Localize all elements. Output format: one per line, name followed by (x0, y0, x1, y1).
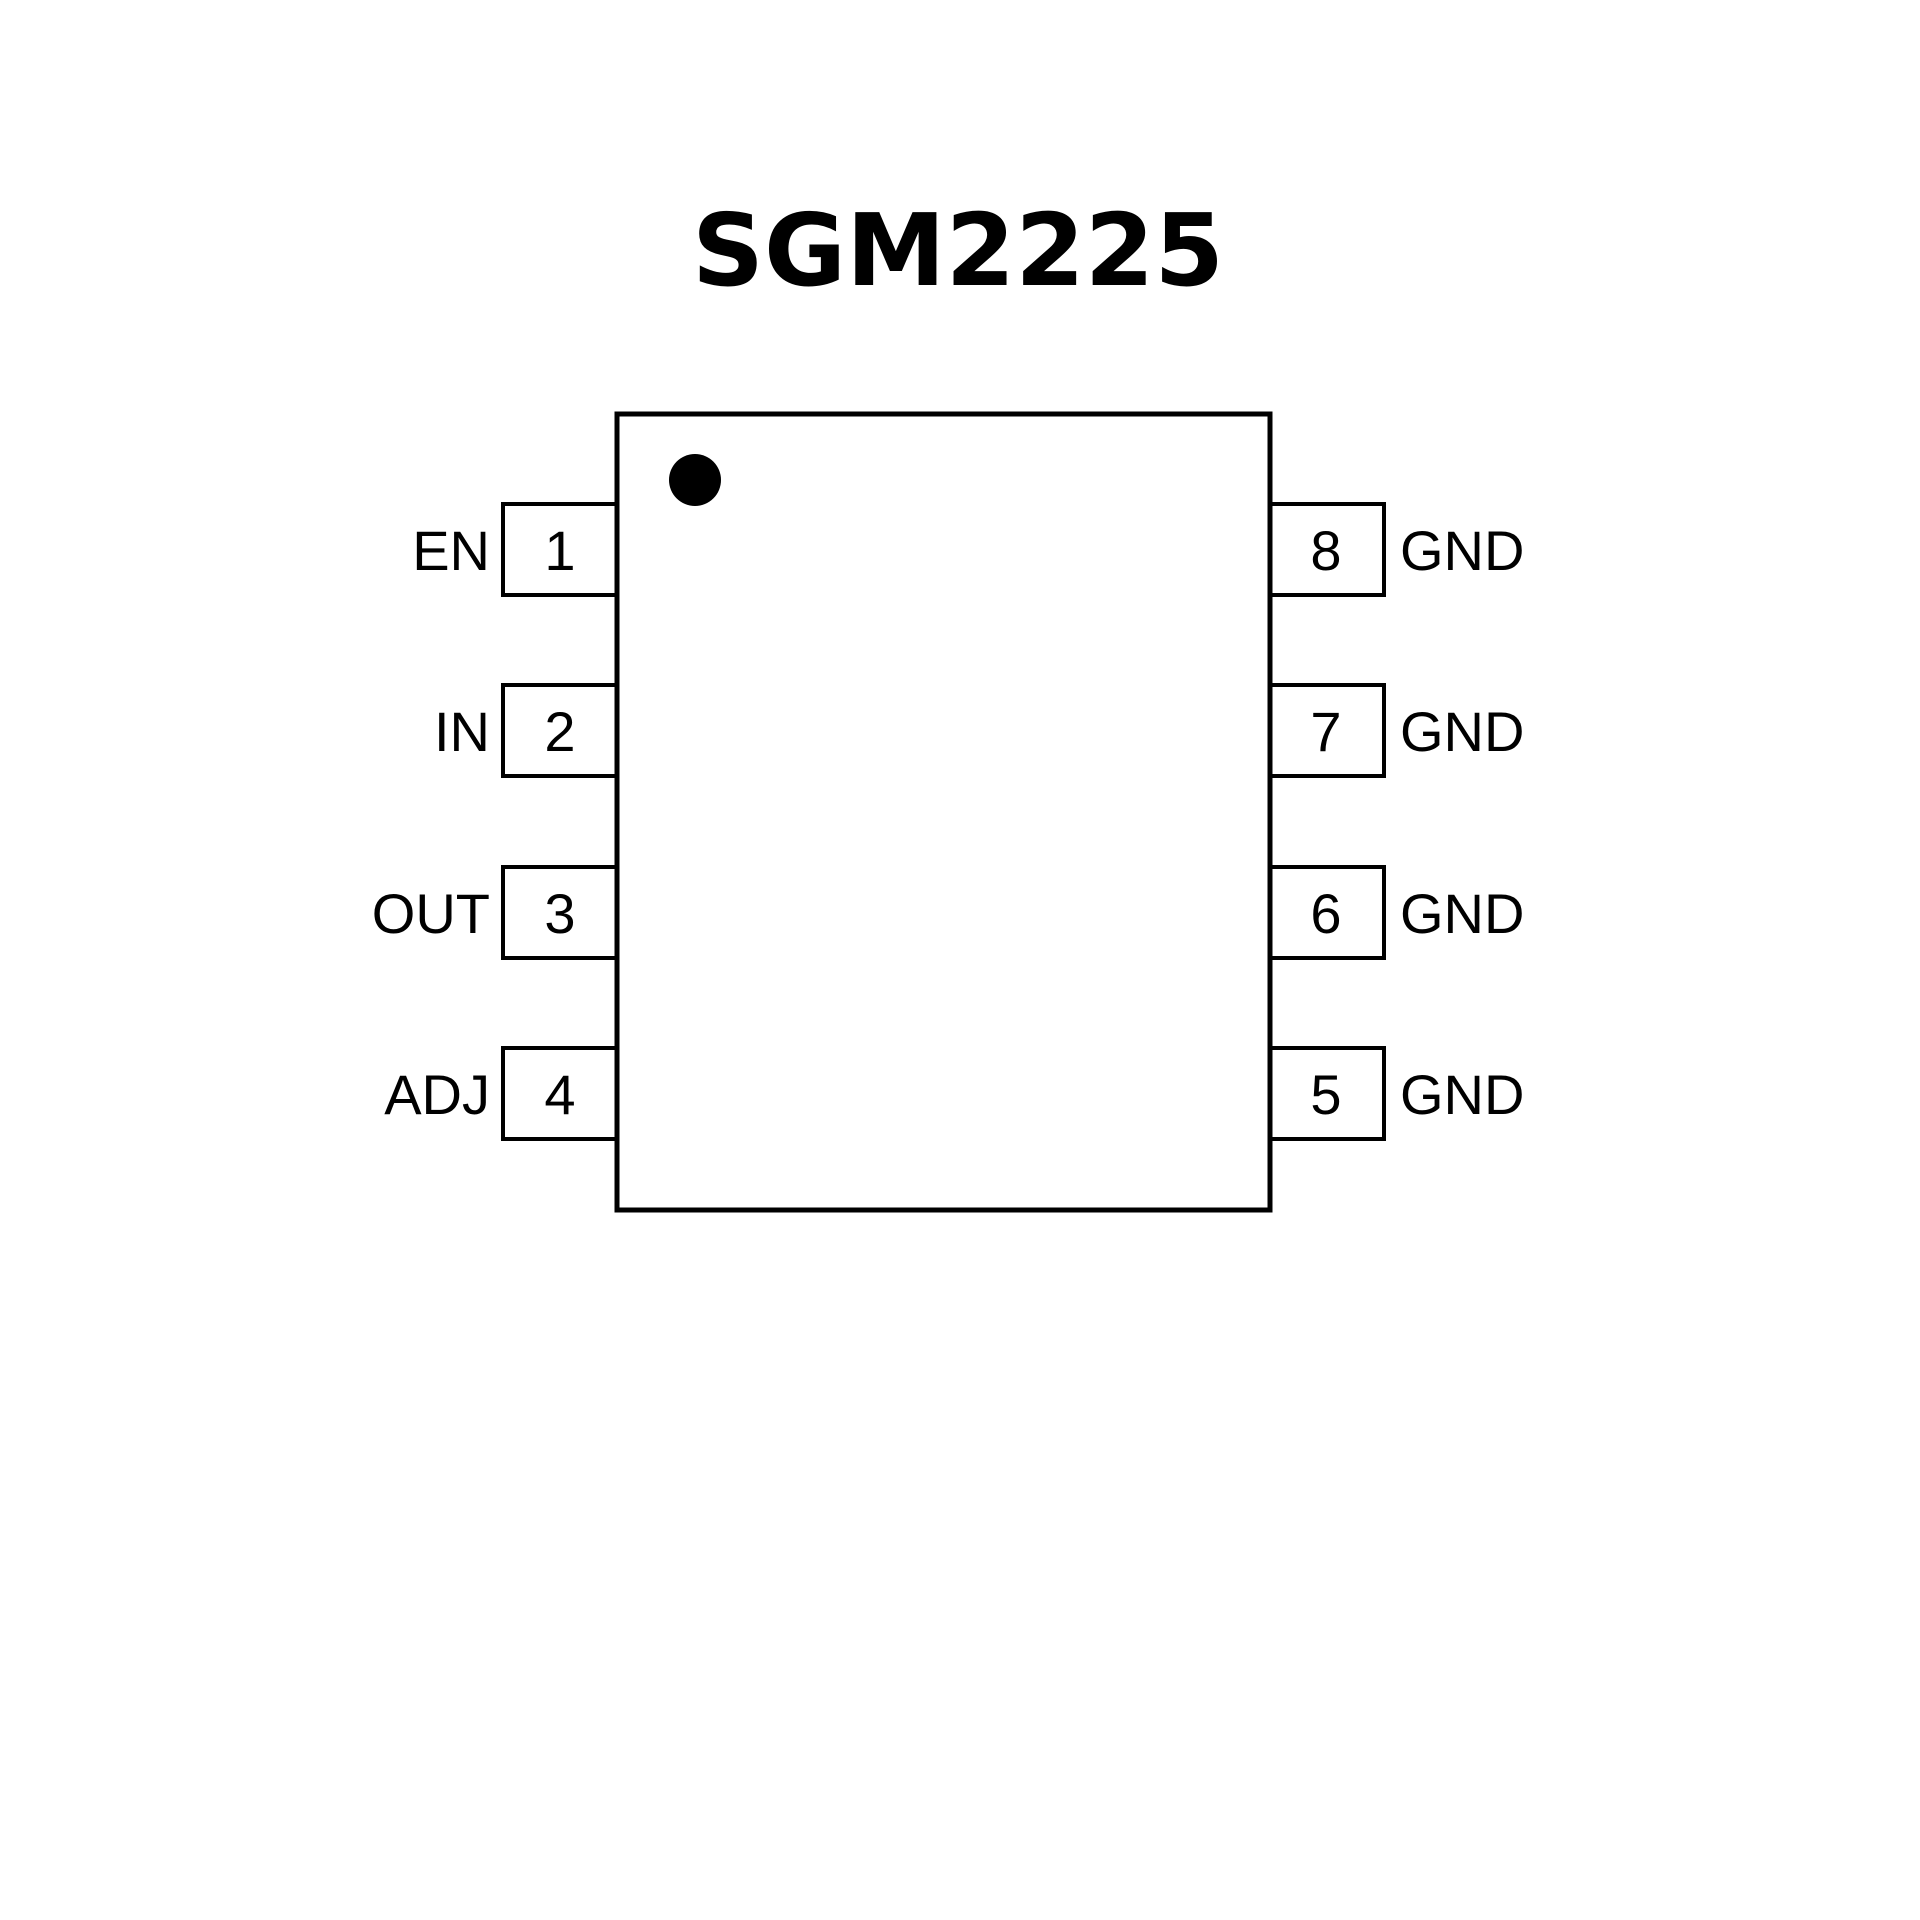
pin-name: GND (1400, 882, 1524, 945)
pin-number: 1 (544, 519, 575, 582)
pin-right-7 (1270, 683, 1386, 778)
pin-number: 3 (544, 882, 575, 945)
chip-body (614, 411, 1273, 1213)
pin-left-1 (501, 502, 617, 597)
pin-left-3 (501, 865, 617, 960)
pin-name: GND (1400, 700, 1524, 763)
pin-name: ADJ (384, 1063, 490, 1126)
pin-left-4 (501, 1046, 617, 1141)
pin1-marker-dot (669, 454, 721, 506)
pin-number: 2 (544, 700, 575, 763)
pin-right-8 (1270, 502, 1386, 597)
pin-name: OUT (372, 882, 490, 945)
pin-number: 4 (544, 1063, 575, 1126)
pin-number: 8 (1310, 519, 1341, 582)
pin-right-5 (1270, 1046, 1386, 1141)
pin-left-2 (501, 683, 617, 778)
pin-name: GND (1400, 1063, 1524, 1126)
pin-name: GND (1400, 519, 1524, 582)
chip-title: SGM2225 (692, 192, 1224, 309)
pin-name: EN (412, 519, 490, 582)
pin-number: 6 (1310, 882, 1341, 945)
pin-number: 7 (1310, 700, 1341, 763)
pin-number: 5 (1310, 1063, 1341, 1126)
pin-name: IN (434, 700, 490, 763)
pin-right-6 (1270, 865, 1386, 960)
